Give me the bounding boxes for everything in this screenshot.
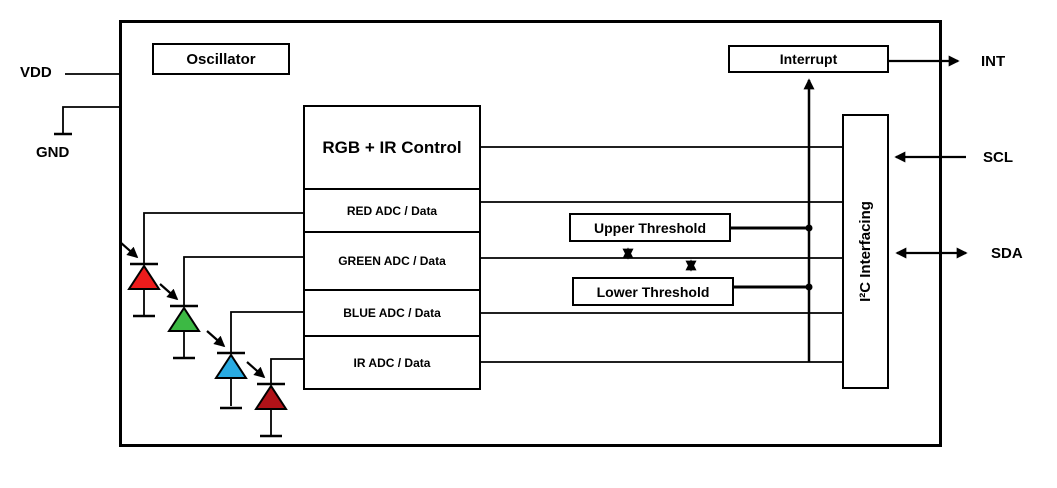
incident-light-arrow (119, 241, 139, 259)
control-to-i2c-wires (480, 146, 843, 363)
adc-row-ir: IR ADC / Data (305, 335, 479, 388)
oscillator-label: Oscillator (186, 50, 256, 68)
interrupt-label: Interrupt (779, 51, 838, 67)
control-block-title: RGB + IR Control (322, 137, 462, 157)
green-photodiode-triangle (167, 306, 201, 332)
interrupt-block: Interrupt (728, 45, 889, 73)
incident-light-arrow (246, 361, 266, 379)
pin-label-scl: SCL (983, 149, 1013, 166)
incident-light-arrow (159, 283, 179, 301)
i2c-interfacing-block: I²C Interfacing (842, 114, 889, 389)
pin-label-int: INT (981, 53, 1006, 70)
ir-photodiode-triangle (254, 384, 288, 410)
ir-photodiode-symbol (246, 361, 288, 438)
pin-label-gnd: GND (36, 144, 70, 161)
adc-row-red: RED ADC / Data (305, 188, 479, 230)
rgb-ir-control-block: RGB + IR Control RED ADC / Data GREEN AD… (303, 105, 481, 390)
pin-label-sda: SDA (991, 245, 1023, 262)
lower-threshold-block: Lower Threshold (572, 277, 734, 306)
upper-threshold-block: Upper Threshold (569, 213, 731, 242)
pin-label-vdd: VDD (20, 64, 52, 81)
blue-photodiode-symbol (206, 330, 248, 410)
red-photodiode-triangle (127, 264, 161, 290)
upper-threshold-label: Upper Threshold (593, 219, 706, 236)
adc-row-green: GREEN ADC / Data (305, 230, 479, 290)
threshold-link-arrows (622, 247, 697, 272)
gnd-wire (54, 106, 120, 136)
blue-photodiode-triangle (214, 353, 248, 379)
green-photodiode-symbol (159, 283, 201, 360)
i2c-label: I²C Interfacing (857, 201, 874, 302)
photodiode-wires (143, 212, 304, 383)
red-photodiode-symbol (119, 241, 161, 318)
lower-threshold-label: Lower Threshold (596, 283, 710, 300)
incident-light-arrow (206, 330, 226, 348)
chip-boundary (119, 20, 942, 447)
oscillator-block: Oscillator (152, 43, 290, 75)
adc-row-blue: BLUE ADC / Data (305, 289, 479, 335)
